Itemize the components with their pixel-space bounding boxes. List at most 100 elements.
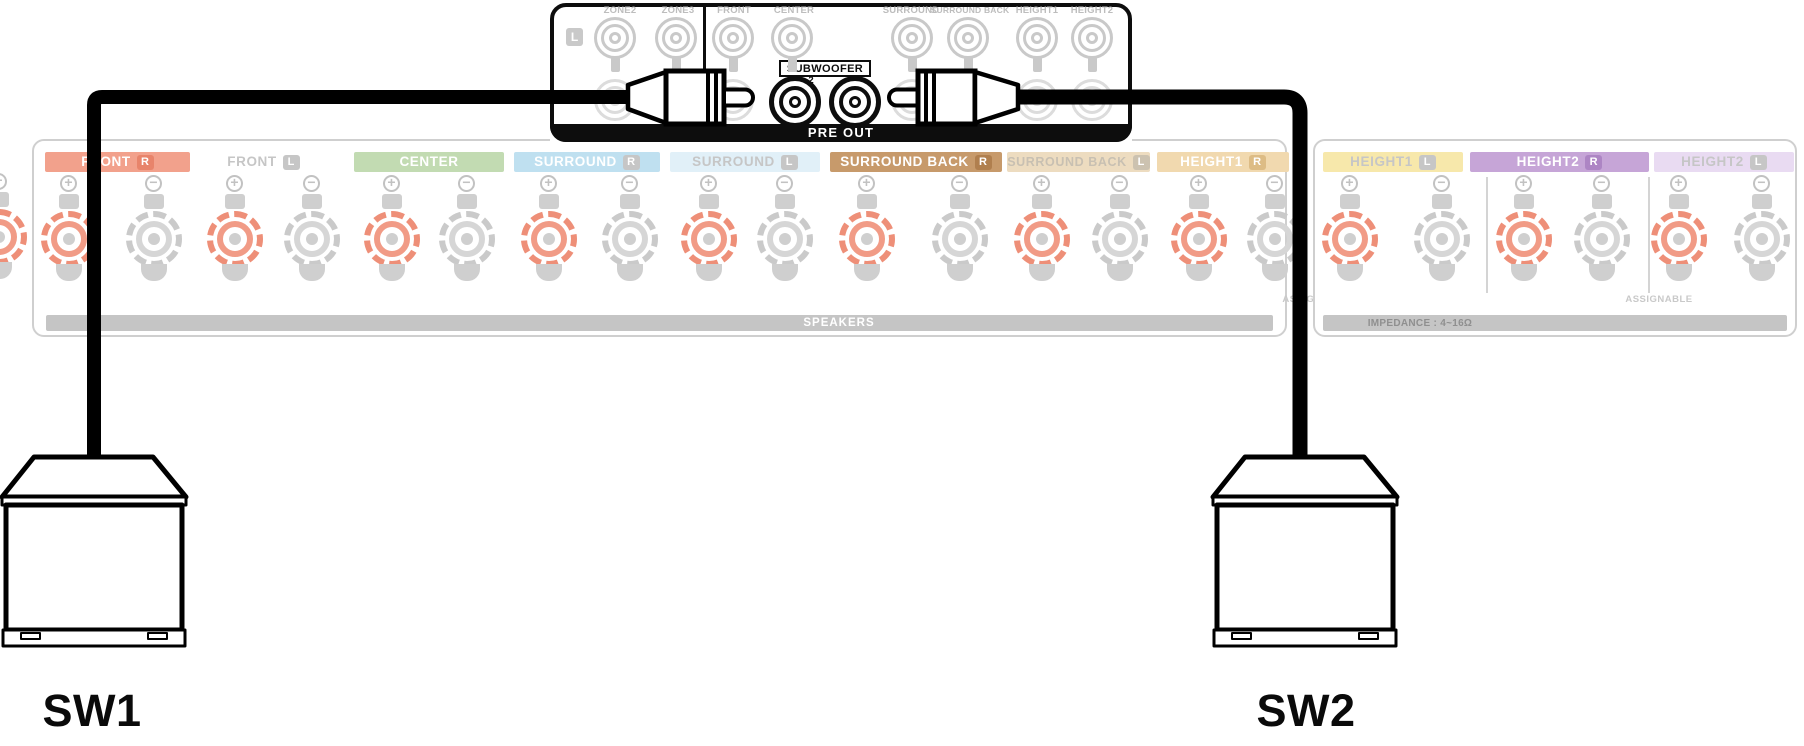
terminal-tab: [1032, 194, 1052, 209]
sw1-label: SW1: [42, 685, 142, 736]
terminal-foot: [536, 264, 562, 281]
minus-terminal-icon: [145, 175, 162, 192]
terminal-foot: [1262, 264, 1288, 281]
speaker-binding-post: [1496, 141, 1552, 339]
plus-terminal-icon: [1341, 175, 1358, 192]
binding-post-ring: [1651, 211, 1707, 267]
binding-post-ring: [207, 211, 263, 267]
binding-post-ring: [126, 211, 182, 267]
terminal-tab: [0, 192, 9, 207]
terminal-tab: [225, 194, 245, 209]
plus-terminal-icon: [700, 175, 717, 192]
terminal-foot: [854, 264, 880, 281]
binding-post-ring: [1092, 211, 1148, 267]
terminal-foot: [1666, 264, 1692, 281]
terminal-foot: [222, 264, 248, 281]
plus-terminal-icon: [858, 175, 875, 192]
jack-label-height2: HEIGHT2: [1070, 5, 1114, 16]
plus-terminal-icon: [60, 175, 77, 192]
binding-post-ring: [757, 211, 813, 267]
minus-terminal-icon: [776, 175, 793, 192]
minus-terminal-icon: [1266, 175, 1283, 192]
section-divider: [1486, 177, 1488, 293]
subwoofer-sw2: [1210, 454, 1400, 648]
terminal-foot: [696, 264, 722, 281]
terminal-foot: [454, 264, 480, 281]
terminal-foot: [56, 264, 82, 281]
terminal-tab: [1592, 194, 1612, 209]
binding-post-ring: [1171, 211, 1227, 267]
rca-jack: [712, 79, 754, 121]
pre-out-panel: L ZONE2 ZONE3 FRONT CENTER SURROUND SURR…: [550, 3, 1132, 142]
speaker-binding-post: [1092, 141, 1148, 339]
speaker-binding-post: [1574, 141, 1630, 339]
speaker-binding-post: [681, 141, 737, 339]
terminal-tab: [1340, 194, 1360, 209]
terminal-tab: [857, 194, 877, 209]
subwoofer-jack-1: [769, 76, 821, 128]
minus-terminal-icon: [1593, 175, 1610, 192]
speaker-binding-post: [126, 141, 182, 339]
plus-terminal-icon: [383, 175, 400, 192]
binding-post-ring: [1014, 211, 1070, 267]
jack-label-zone3: ZONE3: [661, 5, 695, 16]
channel-letter-badge: L: [1749, 154, 1767, 170]
jack-stem: [963, 57, 973, 72]
rca-jack: [891, 79, 933, 121]
terminal-tab: [1110, 194, 1130, 209]
terminal-tab: [1752, 194, 1772, 209]
panel-divider: [703, 6, 706, 126]
minus-terminal-icon: [458, 175, 475, 192]
terminal-foot: [1511, 264, 1537, 281]
binding-post-ring: [1574, 211, 1630, 267]
speaker-binding-post: [364, 141, 420, 339]
terminal-tab: [144, 194, 164, 209]
channel-letter-badge: R: [1585, 154, 1603, 170]
terminal-tab: [1265, 194, 1285, 209]
plus-terminal-icon: [540, 175, 557, 192]
subwoofer-jack-2: [829, 76, 881, 128]
binding-post-ring: [439, 211, 495, 267]
section-divider: [1648, 177, 1650, 293]
channel-letter-badge: R: [974, 154, 992, 170]
speaker-binding-post: [1734, 141, 1790, 339]
jack-label-front: FRONT: [717, 5, 751, 16]
binding-post-ring: [1734, 211, 1790, 267]
terminal-tab: [302, 194, 322, 209]
binding-post-ring: [0, 209, 27, 265]
speakers-bar-label: SPEAKERS: [803, 317, 875, 329]
minus-terminal-icon: [303, 175, 320, 192]
terminal-tab: [775, 194, 795, 209]
terminal-tab: [59, 194, 79, 209]
speaker-terminal-strip-left: FRONT R FRONT L CENTER SURROUND R SURROU…: [32, 139, 1349, 339]
jack-stem: [1032, 57, 1042, 72]
terminal-label-text: SURROUND: [692, 154, 775, 169]
rca-jack: [594, 17, 636, 59]
speaker-binding-post: [1014, 141, 1070, 339]
terminal-foot: [617, 264, 643, 281]
terminal-tab: [620, 194, 640, 209]
plus-terminal-icon: [226, 175, 243, 192]
terminal-foot: [947, 264, 973, 281]
plus-terminal-icon: [0, 173, 7, 190]
binding-post-ring: [284, 211, 340, 267]
terminal-foot: [299, 264, 325, 281]
rca-jack: [947, 17, 989, 59]
speaker-binding-post: [207, 141, 263, 339]
jack-stem: [907, 57, 917, 72]
plus-terminal-icon: [1515, 175, 1532, 192]
plus-terminal-icon: [1033, 175, 1050, 192]
minus-terminal-icon: [1433, 175, 1450, 192]
binding-post-ring: [681, 211, 737, 267]
terminal-label-text: HEIGHT2: [1681, 154, 1744, 169]
terminal-tab: [1189, 194, 1209, 209]
terminal-label-height1-l: HEIGHT1 L: [1323, 152, 1463, 172]
rca-jack: [1016, 17, 1058, 59]
speaker-binding-post: [757, 141, 813, 339]
jack-stem: [610, 57, 620, 72]
terminal-foot: [1589, 264, 1615, 281]
terminal-tab: [1432, 194, 1452, 209]
rca-jack: [771, 17, 813, 59]
channel-letter-badge: L: [780, 154, 798, 170]
